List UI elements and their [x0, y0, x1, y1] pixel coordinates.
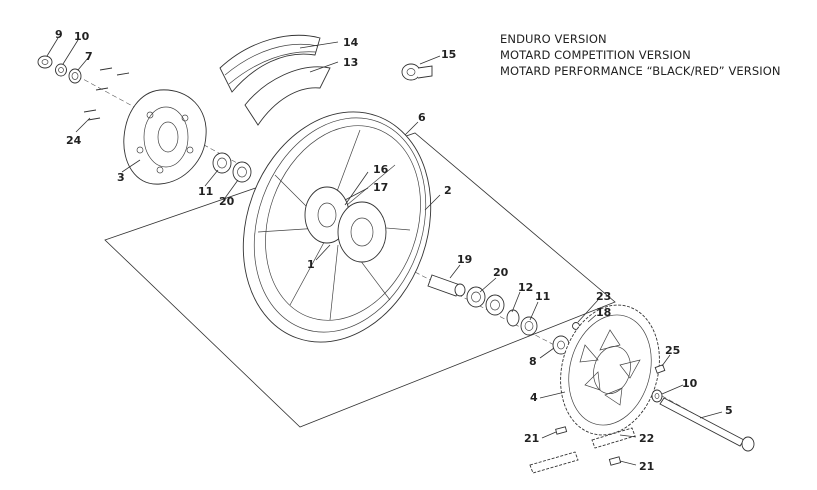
callout-16: 16 [373, 163, 389, 176]
callout-2: 2 [444, 184, 452, 197]
rim-band-part-13 [244, 66, 331, 126]
axle-part-5 [659, 397, 755, 452]
tape-roll-part-15 [401, 63, 433, 81]
callout-20-right: 20 [493, 266, 509, 279]
callout-23: 23 [596, 290, 611, 303]
version-enduro: ENDURO VERSION [500, 32, 607, 46]
brake-disc-part-3 [123, 89, 207, 185]
circlip-part-12 [506, 309, 520, 327]
callout-21-top: 21 [524, 432, 539, 445]
callout-14: 14 [343, 36, 359, 49]
seal-part-11-right [520, 316, 538, 336]
bearing-part-20-left [232, 161, 252, 183]
callout-11-left: 11 [198, 185, 213, 198]
callout-13: 13 [343, 56, 358, 69]
chain-clip-part-21-top [555, 426, 568, 435]
callout-19: 19 [457, 253, 472, 266]
callout-15: 15 [441, 48, 456, 61]
nut-part-9 [37, 55, 53, 69]
callout-3: 3 [117, 171, 125, 184]
bolt-part-25 [654, 364, 666, 374]
disc-screws [83, 67, 130, 121]
callout-1: 1 [307, 258, 315, 271]
callout-7: 7 [85, 50, 93, 63]
callout-17: 17 [373, 181, 388, 194]
tyre-part-14 [219, 34, 321, 93]
washer-part-10-left [55, 63, 67, 77]
version-list: ENDURO VERSION MOTARD COMPETITION VERSIO… [500, 31, 810, 79]
callout-10-right: 10 [682, 377, 698, 390]
callout-24: 24 [66, 134, 82, 147]
version-motard-competition: MOTARD COMPETITION VERSION [500, 48, 691, 62]
washer-part-10-right [651, 389, 663, 403]
callout-10-left: 10 [74, 30, 90, 43]
callout-12: 12 [518, 281, 533, 294]
leader-lines [46, 37, 723, 466]
callout-20-left: 20 [219, 195, 235, 208]
callout-8: 8 [529, 355, 537, 368]
chain-part-22 [529, 427, 636, 474]
spacer-part-8 [552, 335, 570, 355]
hub-part-1 [304, 186, 387, 263]
callout-6: 6 [418, 111, 426, 124]
callout-5: 5 [725, 404, 733, 417]
spacer-part-19 [427, 274, 466, 297]
callout-11-right: 11 [535, 290, 550, 303]
callout-22: 22 [639, 432, 654, 445]
callout-25: 25 [665, 344, 680, 357]
chain-clip-part-21-bottom [608, 456, 622, 466]
seal-part-11-left [212, 152, 232, 174]
bearing-part-20-right [466, 286, 505, 316]
version-motard-performance: MOTARD PERFORMANCE “BLACK/RED” VERSION [500, 64, 781, 78]
callout-9: 9 [55, 28, 63, 41]
spacer-part-7 [68, 68, 82, 84]
sprocket-part-4 [560, 304, 660, 436]
callout-4: 4 [530, 391, 538, 404]
callout-21-bottom: 21 [639, 460, 654, 473]
callout-18: 18 [596, 306, 611, 319]
